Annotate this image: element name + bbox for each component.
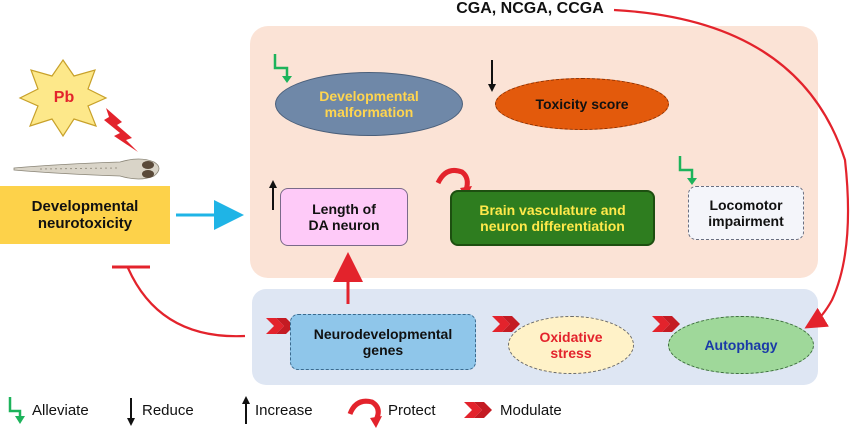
locomotor-impairment-node: Locomotor impairment [688,186,804,240]
toxicity-score-node: Toxicity score [495,78,669,130]
neurodevelopmental-genes-node: Neurodevelopmental genes [290,314,476,370]
oxidative-stress-node: Oxidative stress [508,316,634,374]
legend-alleviate: Alleviate [32,401,89,419]
protect-curved-arrow-icon [347,398,382,428]
legend-reduce: Reduce [142,401,194,419]
starburst-icon [18,58,108,138]
modulate-chevron-icon [492,316,520,332]
length-of-da-neuron-node: Length of DA neuron [280,188,408,246]
title-to-autophagy-arrow [613,8,850,329]
increase-arrow-icon [269,180,277,210]
lightning-bolt-icon [104,108,138,152]
developmental-malformation-node: Developmental malformation [275,72,463,136]
zebrafish-larva-icon [13,158,160,180]
legend-increase: Increase [255,401,313,419]
reduce-arrow-icon [488,60,496,92]
modulate-chevron-icon [464,402,492,418]
inhibition-curve [126,267,246,338]
autophagy-node: Autophagy [668,316,814,374]
alleviate-arrow-icon [8,397,25,424]
modulate-chevron-icon [266,318,294,334]
increase-arrow-icon [242,396,250,424]
brain-vasculature-node: Brain vasculature and neuron differentia… [450,190,655,246]
compounds-title: CGA, NCGA, CCGA [456,0,604,17]
developmental-neurotoxicity-box: Developmental neurotoxicity [0,186,170,244]
legend-protect: Protect [388,401,436,419]
legend-modulate: Modulate [500,401,562,419]
modulate-chevron-icon [652,316,680,332]
alleviate-arrow-icon [273,54,292,83]
alleviate-arrow-icon [678,156,697,185]
reduce-arrow-icon [127,398,135,426]
pb-label: Pb [53,88,75,106]
